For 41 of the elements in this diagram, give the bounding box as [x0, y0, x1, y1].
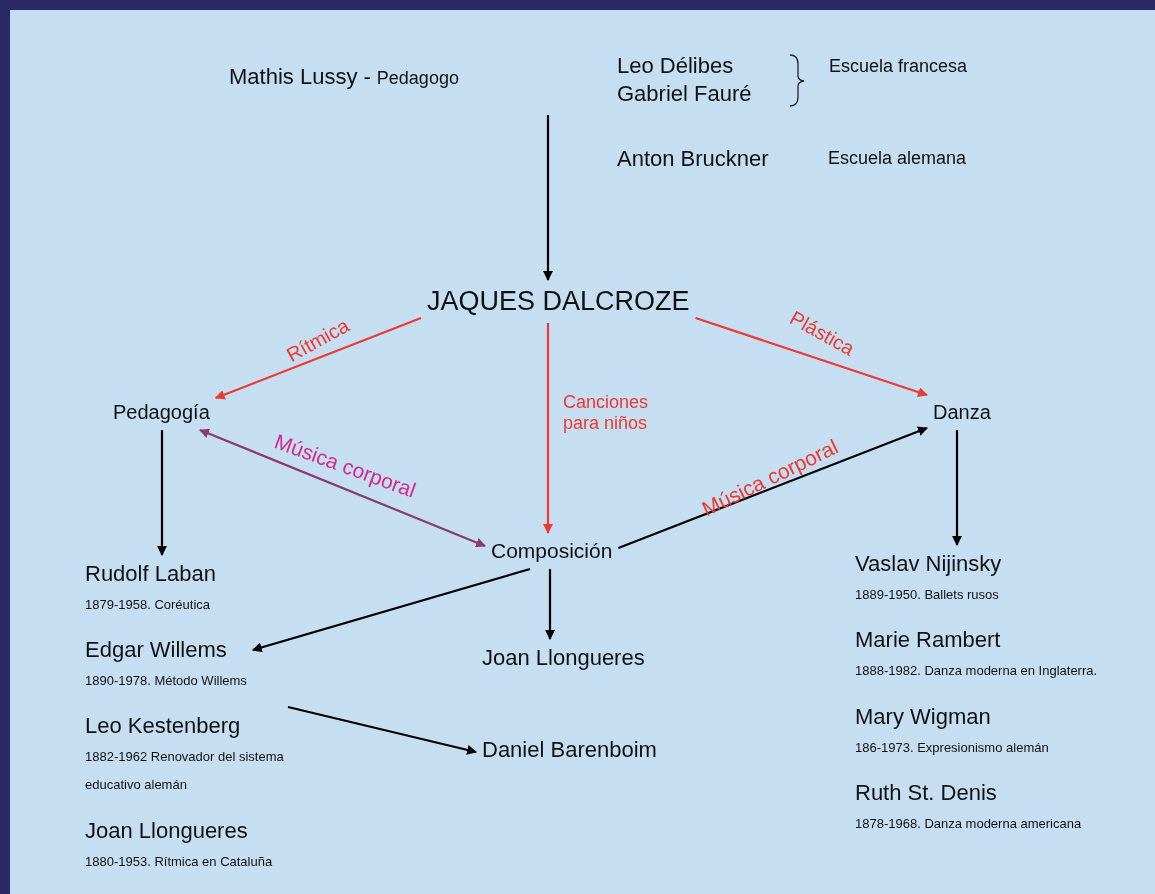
person-name: Marie Rambert — [855, 627, 1002, 653]
arrow — [199, 428, 486, 548]
name-text: Pedagogía — [113, 401, 210, 424]
biography-note: 1882-1962 Renovador del sistema educativo alemán — [85, 748, 285, 794]
person-name: Rudolf Laban — [85, 561, 216, 587]
person-name: Ruth St. Denis — [855, 780, 998, 806]
label-text: Escuela alemana — [828, 148, 967, 169]
biography-note: 1879-1958. Coréutica — [85, 596, 212, 614]
arrow — [543, 115, 553, 281]
arrow — [618, 426, 928, 550]
arrow — [287, 705, 477, 755]
label-text: Gabriel Fauré — [617, 81, 752, 107]
name-text: Composición — [491, 539, 613, 563]
name-text: Danza — [933, 401, 991, 424]
biography-note: 1888-1982. Danza moderna en Inglaterra. — [855, 662, 1098, 680]
arrow — [695, 316, 928, 397]
label-text: Escuela francesa — [829, 56, 968, 77]
label-text: Anton Bruckner — [617, 146, 769, 172]
person-name: Mathis Lussy - — [229, 64, 371, 89]
person-name: Edgar Willems — [85, 637, 228, 663]
name-text: Joan Llongueres — [482, 645, 645, 671]
arrow — [251, 567, 531, 653]
label-text: Leo Délibes — [617, 53, 734, 79]
arrow — [543, 323, 553, 534]
arrow — [157, 430, 167, 556]
person-name: Vaslav Nijinsky — [855, 551, 1002, 577]
biography-note: 1878-1968. Danza moderna americana — [855, 815, 1082, 833]
arrow — [214, 316, 422, 400]
person-name: Mary Wigman — [855, 704, 992, 730]
arrow — [545, 569, 555, 640]
biography-note: 1889-1950. Ballets rusos — [855, 586, 1000, 604]
arrow — [952, 430, 962, 546]
name-text: JAQUES DALCROZE — [427, 286, 690, 317]
biography-note: 1880-1953. Rítmica en Cataluña — [85, 853, 273, 871]
name-text: Daniel Barenboim — [482, 737, 657, 763]
person-name: Joan Llongueres — [85, 818, 249, 844]
role-note: Pedagogo — [376, 68, 459, 88]
edge-label: Canciones para niños — [563, 392, 650, 434]
person-name: Leo Kestenberg — [85, 713, 242, 739]
biography-note: 1890-1978. Método Willems — [85, 672, 247, 690]
biography-note: 186-1973. Expresionismo alemán — [855, 739, 1049, 757]
